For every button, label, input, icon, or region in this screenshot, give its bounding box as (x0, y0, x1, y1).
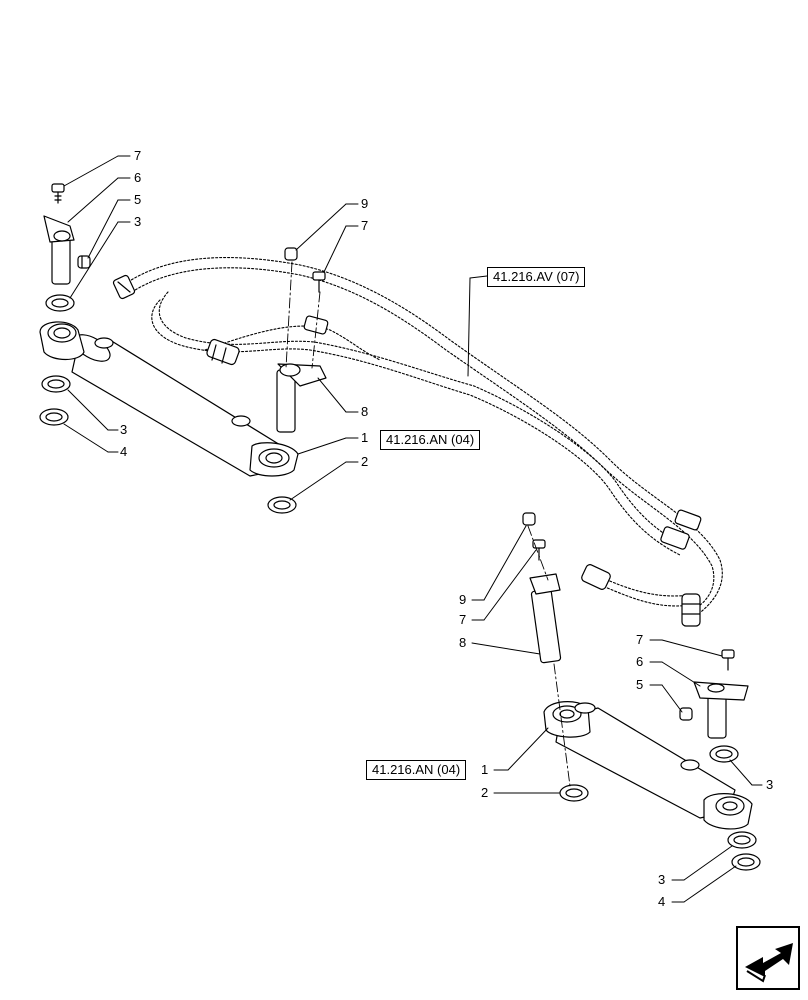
grease-nipple-lower-mid (522, 512, 536, 526)
callout-8-upper-mid: 8 (361, 404, 368, 419)
callout-9-upper-mid: 9 (361, 196, 368, 211)
callout-6-upper-left: 6 (134, 170, 141, 185)
callout-1-lower-mid: 1 (481, 762, 488, 777)
callout-labels-lower-mid: 9 7 8 1 2 (459, 592, 488, 800)
callout-3b-upper-left: 3 (120, 422, 127, 437)
callout-8-lower-mid: 8 (459, 635, 466, 650)
callout-labels-upper-mid: 9 7 8 1 2 (361, 196, 368, 469)
bolt-upper-left (51, 183, 65, 204)
hose-fitting-lower-right (581, 509, 702, 627)
bolt-upper-mid (312, 271, 326, 293)
steering-cylinder-lower (543, 701, 753, 830)
pin-upper-left (43, 215, 75, 285)
callout-7-lower-mid: 7 (459, 612, 466, 627)
ref-link-cylinder-lower[interactable]: 41.216.AN (04) (366, 760, 467, 780)
hose-fitting-upper-left (112, 274, 136, 300)
callout-3-lower-right: 3 (766, 777, 773, 792)
assembly-axis-lines (285, 261, 571, 787)
hydraulic-hoses (127, 257, 723, 621)
pin-lower-right (693, 681, 749, 739)
ref-link-cylinder-upper[interactable]: 41.216.AN (04) (380, 430, 481, 450)
callout-7-lower-right: 7 (636, 632, 643, 647)
callout-7-upper-left: 7 (134, 148, 141, 163)
callout-9-lower-mid: 9 (459, 592, 466, 607)
bolt-lower-right (721, 649, 735, 671)
callout-2-lower-mid: 2 (481, 785, 488, 800)
callout-6-lower-right: 6 (636, 654, 643, 669)
hose-fitting-upper-mid (206, 338, 240, 366)
callout-3b-lower-right: 3 (658, 872, 665, 887)
grease-fitting-upper-left (77, 255, 91, 269)
grease-fitting-lower-right (679, 707, 693, 721)
next-page-arrow-icon[interactable] (735, 925, 801, 991)
grease-nipple-upper-mid (284, 247, 298, 261)
callout-3-upper-left: 3 (134, 214, 141, 229)
callout-5-lower-right: 5 (636, 677, 643, 692)
callout-7-upper-mid: 7 (361, 218, 368, 233)
hose-fitting-tee-upper (303, 315, 329, 335)
callout-1-upper-mid: 1 (361, 430, 368, 445)
callout-leaders (63, 155, 763, 903)
callout-4-lower-right: 4 (658, 894, 665, 909)
callout-5-upper-left: 5 (134, 192, 141, 207)
pin-lower-mid (529, 573, 562, 664)
ref-link-hoses[interactable]: 41.216.AV (07) (487, 267, 586, 287)
callout-labels-lower-right: 7 6 5 3 3 4 (636, 632, 773, 909)
bolt-lower-mid (532, 539, 546, 561)
pin-upper-mid (276, 363, 327, 433)
steering-cylinder-upper (39, 321, 299, 477)
callout-4-upper-left: 4 (120, 444, 127, 459)
callout-labels-upper-left: 7 6 5 3 3 4 (120, 148, 141, 459)
callout-2-upper-mid: 2 (361, 454, 368, 469)
